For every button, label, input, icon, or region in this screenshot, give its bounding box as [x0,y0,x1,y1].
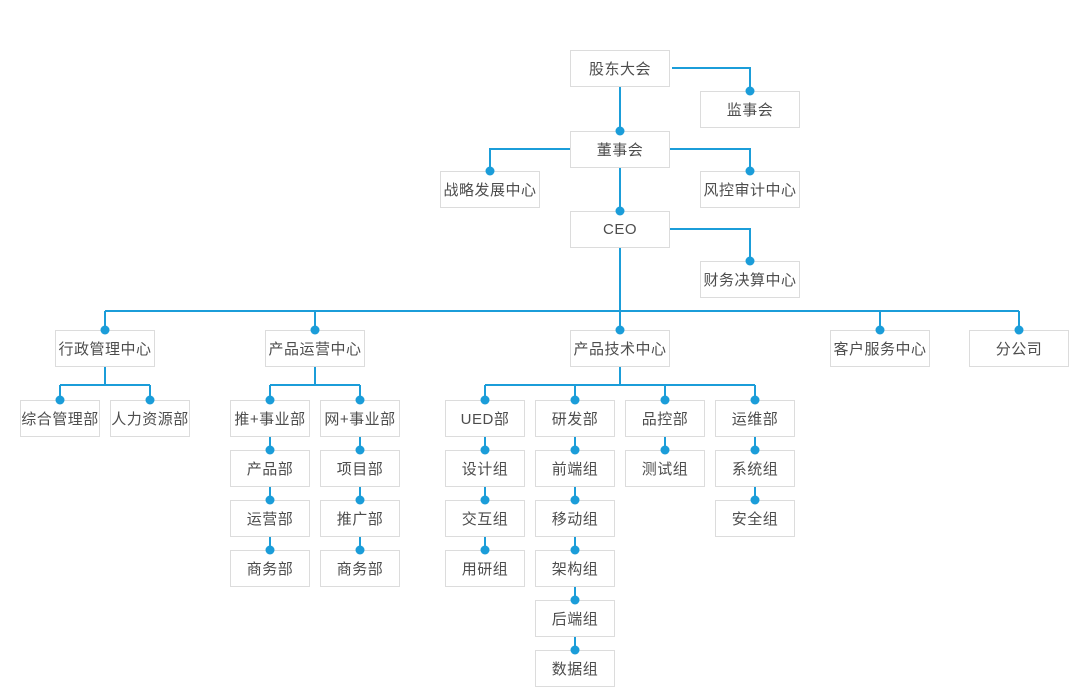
org-node-strategy-development-center: 战略发展中心 [440,171,540,208]
org-node-customer-service-center: 客户服务中心 [830,330,930,367]
org-node-frontend-group: 前端组 [535,450,615,487]
org-node-backend-group: 后端组 [535,600,615,637]
org-node-shareholders-meeting: 股东大会 [570,50,670,87]
org-node-supervisory-board: 监事会 [700,91,800,128]
org-node-promotion-dept: 推广部 [320,500,400,537]
org-node-interaction-group: 交互组 [445,500,525,537]
org-node-mobile-group: 移动组 [535,500,615,537]
org-node-product-operation-center: 产品运营中心 [265,330,365,367]
org-node-operation-maintenance-dept: 运维部 [715,400,795,437]
org-node-test-group: 测试组 [625,450,705,487]
connector-ceo-financial-settlement-center [670,228,751,261]
org-node-financial-settlement-center: 财务决算中心 [700,261,800,298]
org-node-administration-center: 行政管理中心 [55,330,155,367]
connector-board-of-directors-risk-audit-center [670,148,751,171]
org-node-business-dept-2: 商务部 [320,550,400,587]
org-node-operation-dept: 运营部 [230,500,310,537]
org-node-tui-plus-division: 推+事业部 [230,400,310,437]
org-node-security-group: 安全组 [715,500,795,537]
connector-shareholders-meeting-supervisory-board [672,67,751,91]
org-node-ued-dept: UED部 [445,400,525,437]
org-node-rd-dept: 研发部 [535,400,615,437]
org-node-business-dept-1: 商务部 [230,550,310,587]
org-node-system-group: 系统组 [715,450,795,487]
org-node-project-dept: 项目部 [320,450,400,487]
org-node-user-research-group: 用研组 [445,550,525,587]
org-node-wang-plus-division: 网+事业部 [320,400,400,437]
org-node-ceo: CEO [570,211,670,248]
connector-board-of-directors-strategy-development-center [489,148,570,171]
org-node-branch-company: 分公司 [969,330,1069,367]
org-node-product-technology-center: 产品技术中心 [570,330,670,367]
org-node-board-of-directors: 董事会 [570,131,670,168]
org-node-design-group: 设计组 [445,450,525,487]
org-node-human-resources-dept: 人力资源部 [110,400,190,437]
org-node-quality-control-dept: 品控部 [625,400,705,437]
org-node-risk-audit-center: 风控审计中心 [700,171,800,208]
org-node-data-group: 数据组 [535,650,615,687]
org-node-product-dept: 产品部 [230,450,310,487]
org-node-general-management-dept: 综合管理部 [20,400,100,437]
org-node-architecture-group: 架构组 [535,550,615,587]
